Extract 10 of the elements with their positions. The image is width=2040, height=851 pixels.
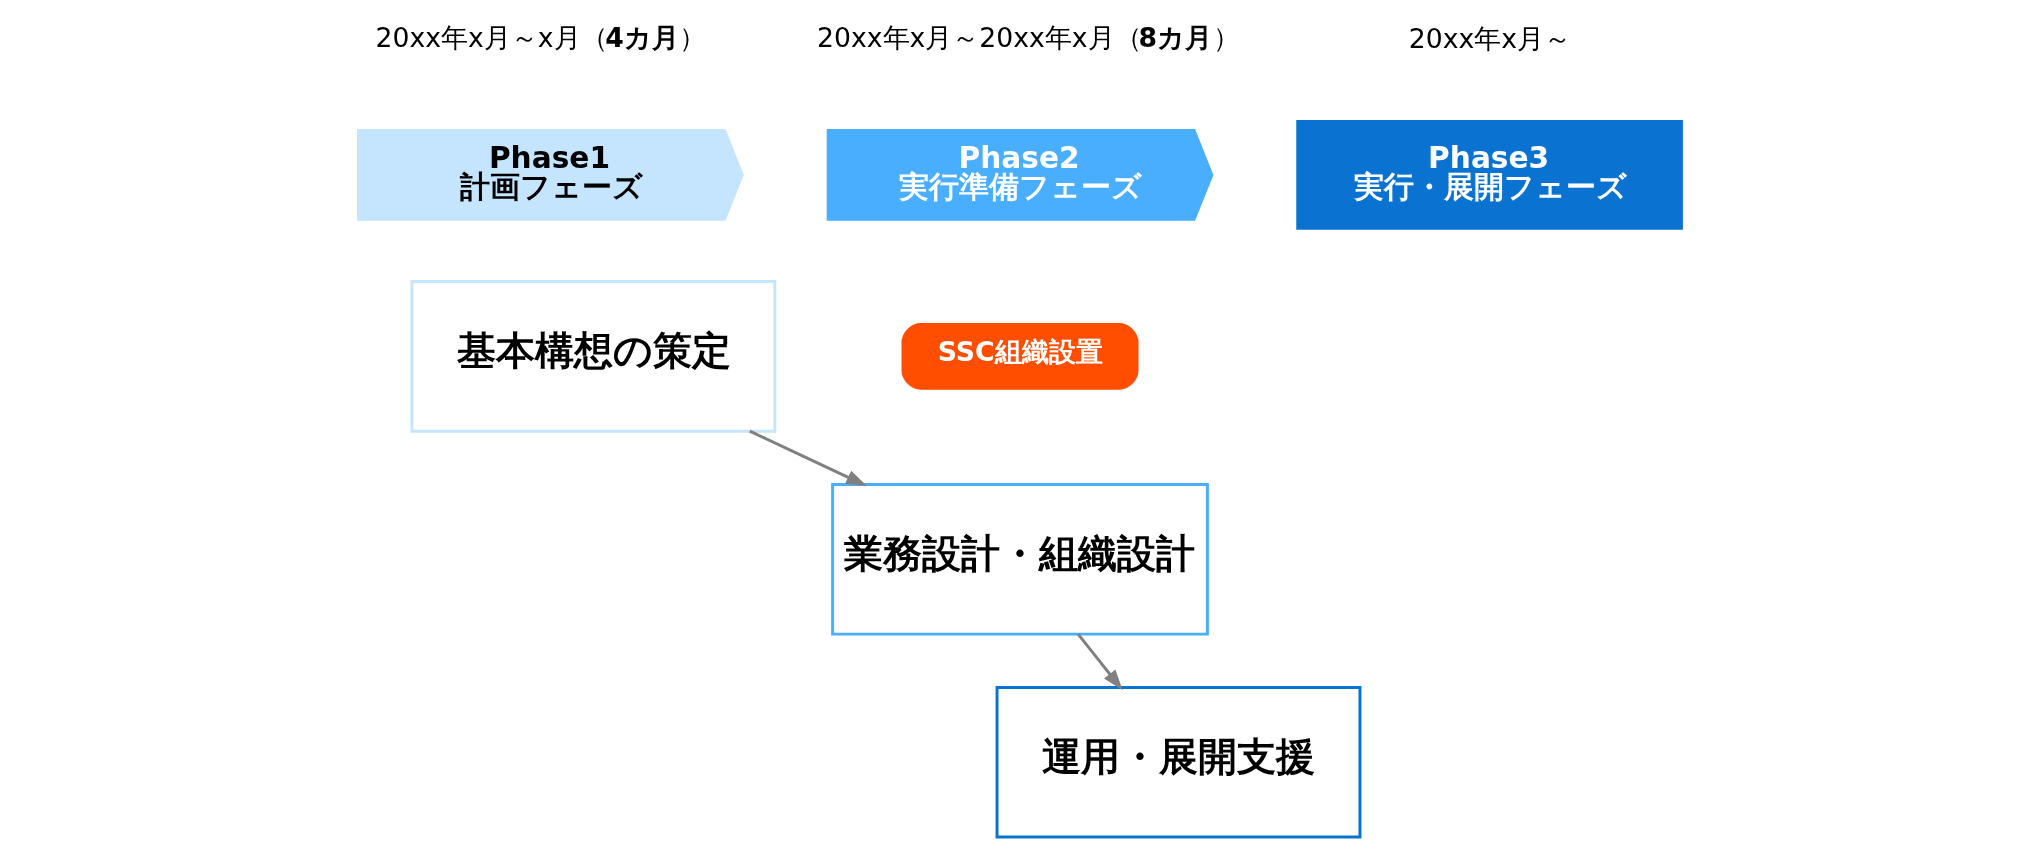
node-box: 基本構想の策定 <box>410 279 777 433</box>
node-label: 20xx年x月～ <box>1408 22 1572 54</box>
node-label: 20xx年x月～x月（4カ月） <box>375 21 707 53</box>
node-box: 運用・展開支援 <box>995 685 1362 839</box>
node-box: 業務設計・組織設計 <box>831 482 1209 636</box>
arrow <box>1076 632 1123 690</box>
node-label: 20xx年x月～20xx年x月（8カ月） <box>817 21 1240 53</box>
arrow <box>749 429 867 486</box>
node-box: SSC組織設置 <box>901 322 1139 390</box>
node-box: Phase3 実行・展開フェーズ <box>1296 119 1683 230</box>
